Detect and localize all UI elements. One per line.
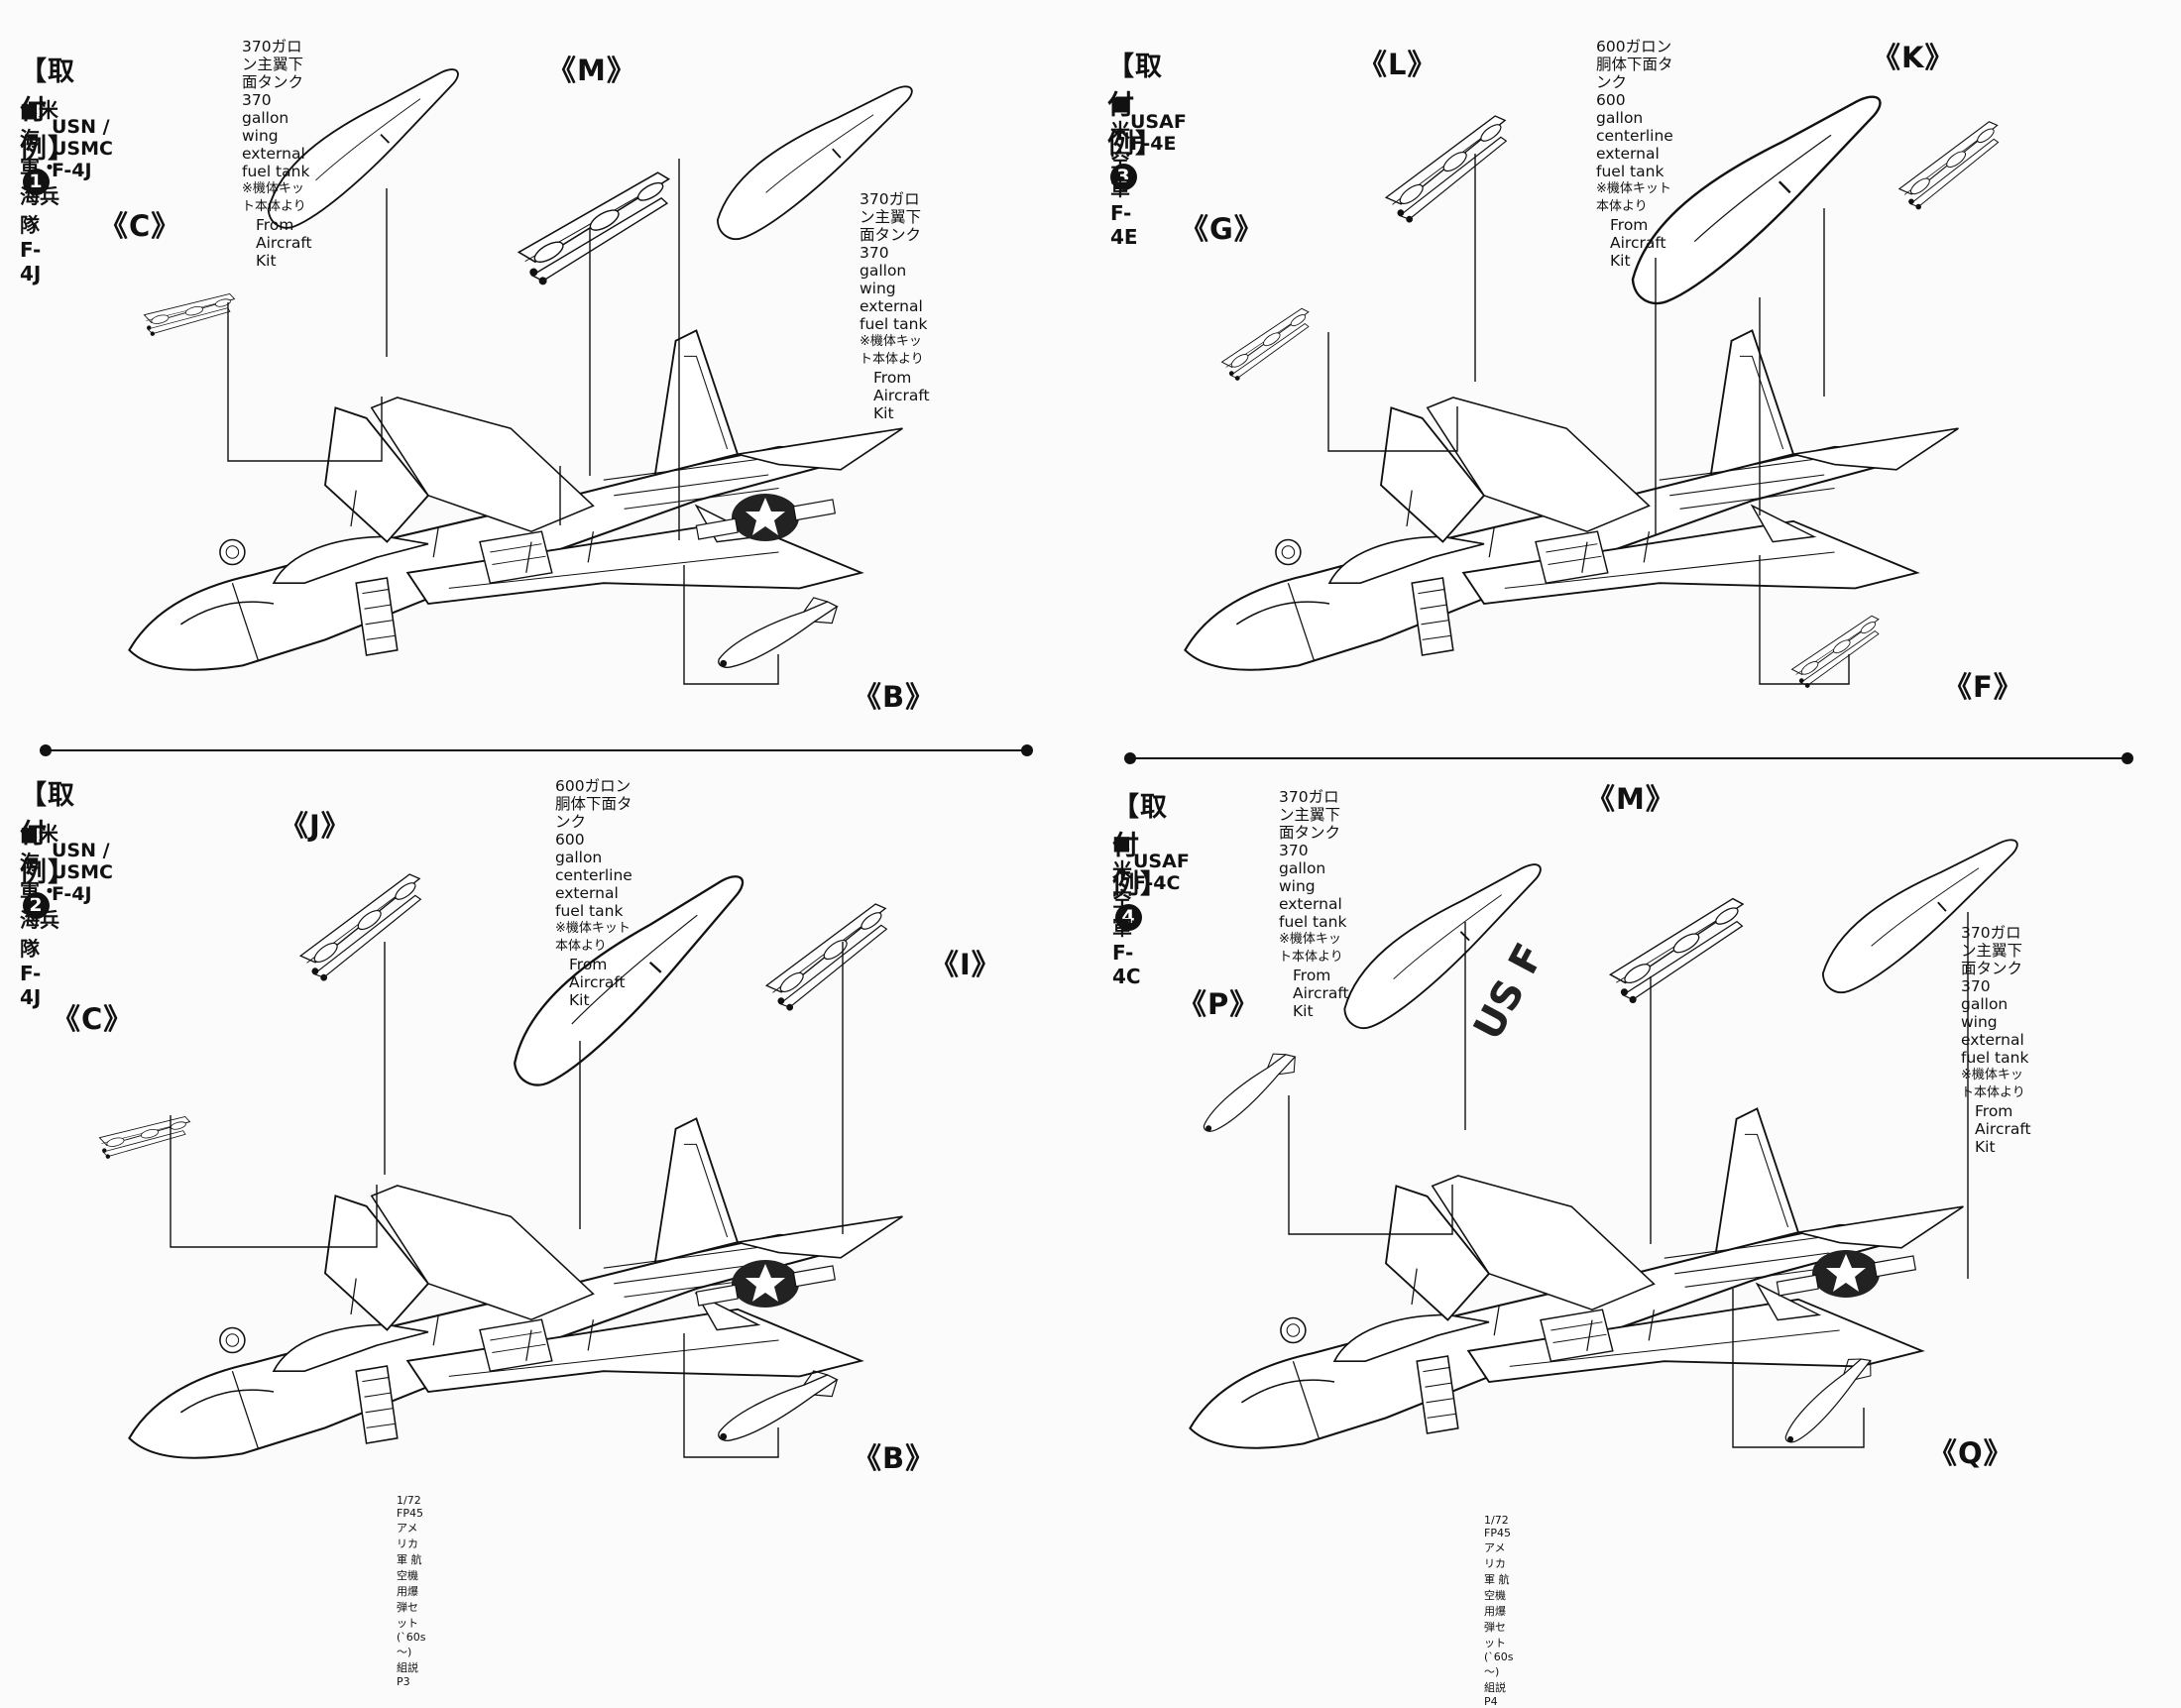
page-footer: 1/72 FP45 アメリカ軍 航空機用爆弾セット(`60s～) 組説P4 (1484, 1514, 1514, 1708)
service-jp: ■米空軍 F-4E (1110, 91, 1138, 249)
divider-line-left (46, 749, 1027, 751)
note-line: From Aircraft Kit (1975, 1102, 2031, 1156)
callout-wing-tank: 370ガロン主翼下面タンク 370 gallon wing external f… (860, 190, 930, 422)
note-line: From Aircraft Kit (1610, 216, 1666, 270)
note-line: From Aircraft Kit (873, 369, 930, 422)
heading-text: 【取付例】 (1112, 792, 1168, 900)
callout-centerline-tank: 600ガロン 胴体下面タンク 600 gallon centerline ext… (555, 777, 632, 1009)
store-label-i: 《I》 (930, 948, 1001, 981)
note-line: ※機体キット本体より (1961, 1068, 2025, 1100)
page-footer: 1/72 FP45 アメリカ軍 航空機用爆弾セット(`60s～) 組説P3 (397, 1494, 426, 1688)
note-line: fuel tank (1279, 913, 1347, 931)
note-line: 370 gallon wing external (1279, 842, 1342, 913)
heading-text: 【取付例】 (20, 780, 75, 888)
panel-heading: 【取付例】 4 (1112, 785, 1168, 932)
number-badge: 3 (1110, 164, 1137, 190)
note-line: 370ガロン主翼下面タンク (860, 190, 922, 244)
store-label-l: 《L》 (1358, 48, 1437, 81)
note-line: 370 gallon wing external (860, 244, 923, 315)
callout-centerline-tank: 600ガロン 胴体下面タンク 600 gallon centerline ext… (1596, 38, 1673, 270)
panel-4-artwork (1187, 836, 2046, 1449)
panel-1-artwork (128, 65, 941, 685)
store-label-k: 《K》 (1872, 41, 1955, 74)
store-label-g: 《G》 (1180, 212, 1264, 246)
note-line: From Aircraft Kit (256, 216, 312, 270)
store-label-b: 《B》 (853, 680, 936, 714)
service-en: USN / USMC F-4J (52, 840, 113, 905)
note-line: ※機体キット本体より (555, 921, 631, 954)
store-label-b: 《B》 (853, 1441, 936, 1475)
note-line: 600 gallon centerline (1596, 91, 1673, 145)
number-badge: 2 (23, 892, 50, 919)
note-line: 600ガロン 胴体下面タンク (555, 777, 632, 831)
service-en: USAF F-4E (1130, 111, 1187, 155)
store-label-m: 《M》 (547, 54, 636, 87)
note-line: ※機体キット本体より (860, 334, 924, 367)
note-line: ※機体キット本体より (242, 181, 306, 214)
note-line: 600ガロン 胴体下面タンク (1596, 38, 1673, 91)
note-line: fuel tank (1961, 1049, 2029, 1067)
number-badge: 1 (23, 169, 50, 195)
service-en: USAF F-4C (1133, 851, 1190, 894)
note-line: From Aircraft Kit (1293, 967, 1349, 1020)
divider-dot (2122, 752, 2133, 764)
store-label-f: 《F》 (1943, 670, 2023, 704)
store-label-c: 《C》 (52, 1002, 134, 1036)
panel-heading: 【取付例】 3 (1107, 45, 1163, 191)
panel-3-artwork (1184, 91, 2014, 691)
divider-line-right (1130, 757, 2126, 759)
note-line: From Aircraft Kit (569, 956, 626, 1009)
store-label-q: 《Q》 (1928, 1436, 2013, 1470)
note-line: 370ガロン主翼下面タンク (1961, 924, 2023, 977)
store-label-p: 《P》 (1178, 987, 1260, 1021)
note-line: fuel tank (860, 315, 928, 333)
divider-dot (1021, 744, 1033, 756)
store-label-m: 《M》 (1586, 782, 1675, 816)
note-line: fuel tank (242, 163, 310, 180)
service-jp: ■米海軍・海兵隊 F-4J (20, 822, 59, 1009)
store-label-j: 《J》 (280, 809, 351, 843)
note-line: ※機体キット本体より (1279, 932, 1343, 965)
note-line: 600 gallon centerline external fuel tank (555, 831, 632, 920)
note-line: external fuel tank (1596, 145, 1664, 180)
callout-wing-tank: 370ガロン主翼下面タンク 370 gallon wing external f… (1961, 924, 2031, 1156)
heading-text: 【取付例】 (20, 57, 75, 165)
heading-text: 【取付例】 (1107, 52, 1163, 160)
service-en: USN / USMC F-4J (52, 116, 113, 181)
diagram-artwork (96, 65, 2046, 1459)
panel-2-artwork (96, 871, 906, 1459)
number-badge: 4 (1115, 904, 1142, 931)
note-line: 370ガロン主翼下面タンク (242, 38, 304, 91)
callout-wing-tank: 370ガロン主翼下面タンク 370 gallon wing external f… (1279, 788, 1349, 1020)
panel-heading: 【取付例】 2 (20, 773, 75, 920)
callout-wing-tank: 370ガロン主翼下面タンク 370 gallon wing external f… (242, 38, 312, 270)
note-line: ※機体キット本体より (1596, 181, 1671, 214)
service-jp: ■米海軍・海兵隊 F-4J (20, 98, 59, 285)
panel-heading: 【取付例】 1 (20, 50, 75, 196)
note-line: 370 gallon wing external (1961, 977, 2024, 1049)
store-label-c: 《C》 (99, 209, 181, 243)
service-jp: ■米空軍 F-4C (1112, 831, 1141, 988)
note-line: 370 gallon wing external (242, 91, 305, 163)
note-line: 370ガロン主翼下面タンク (1279, 788, 1341, 842)
